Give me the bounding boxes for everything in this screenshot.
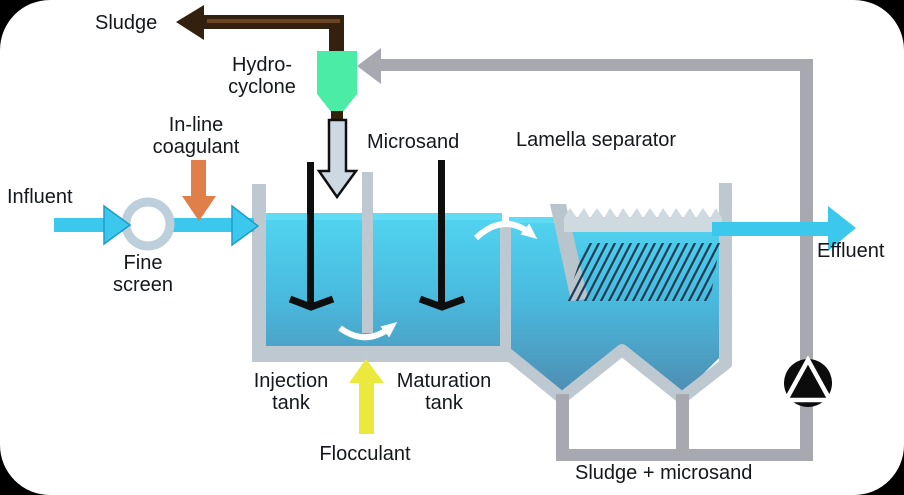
lamella-support bbox=[550, 204, 588, 301]
label-sludge: Sludge bbox=[95, 12, 158, 34]
tank-left-wall bbox=[252, 184, 266, 362]
fine-screen-line-2: screen bbox=[112, 274, 174, 296]
influent-arrowhead-1 bbox=[103, 204, 132, 246]
sludge-arrowhead bbox=[176, 5, 204, 40]
label-sludge-microsand: Sludge + microsand bbox=[575, 462, 753, 484]
fine-screen-ring bbox=[121, 197, 175, 251]
recirculation-pipe-top bbox=[377, 59, 808, 71]
label-influent: Influent bbox=[7, 186, 73, 208]
sludge-pipe-vertical bbox=[329, 15, 344, 53]
hopper-pipe-2 bbox=[676, 394, 689, 452]
mixer-impeller-2 bbox=[418, 295, 466, 311]
maturation-tank-line-1: Maturation bbox=[396, 370, 492, 392]
injection-tank-line-1: Injection bbox=[253, 370, 329, 392]
mixer-shaft-1 bbox=[307, 162, 314, 306]
hydrocyclone-outlet bbox=[331, 111, 343, 122]
main-tank-water bbox=[264, 213, 502, 348]
settler-water bbox=[509, 217, 719, 396]
tank-divider bbox=[362, 172, 373, 333]
label-effluent: Effluent bbox=[817, 240, 885, 262]
label-lamella-separator: Lamella separator bbox=[516, 129, 677, 151]
effluent-pipe bbox=[712, 222, 830, 236]
mixer-impeller-1 bbox=[288, 295, 335, 311]
label-flocculant: Flocculant bbox=[319, 443, 411, 465]
mixer-shaft-2 bbox=[438, 160, 445, 307]
water-surface-highlight-1 bbox=[264, 213, 502, 220]
inline-coagulant-line-2: coagulant bbox=[152, 136, 240, 158]
settler-right-wall bbox=[719, 183, 732, 366]
overflow-arc-arrow bbox=[473, 220, 538, 241]
sludge-collection-pipe bbox=[556, 449, 813, 461]
lamella-weir bbox=[564, 208, 722, 232]
pump-icon bbox=[782, 355, 834, 407]
hydrocyclone-body bbox=[317, 51, 357, 113]
influent-arrowhead-2 bbox=[231, 204, 260, 247]
tank-floor bbox=[252, 346, 511, 362]
recirculation-arrowhead bbox=[357, 48, 381, 84]
effluent-arrowhead bbox=[828, 206, 856, 251]
mixing-arc-arrow bbox=[338, 322, 398, 341]
inline-coagulant-line-1: In-line bbox=[168, 114, 224, 136]
coagulant-arrow bbox=[182, 160, 216, 221]
settler-hopper-outline bbox=[499, 344, 732, 404]
label-microsand: Microsand bbox=[367, 131, 460, 153]
microsand-arrow bbox=[316, 118, 359, 200]
flocculant-arrow bbox=[349, 359, 384, 434]
hydrocyclone-line-1: Hydro- bbox=[231, 54, 292, 76]
injection-tank-line-2: tank bbox=[272, 392, 310, 414]
sludge-pipe-core bbox=[207, 19, 340, 23]
hopper-pipe-1 bbox=[556, 394, 569, 452]
hydrocyclone-line-2: cyclone bbox=[228, 76, 296, 98]
maturation-tank-line-2: tank bbox=[425, 392, 463, 414]
tank-baffle bbox=[500, 226, 511, 352]
label-hydrocyclone: Hydro-cyclone bbox=[212, 54, 312, 98]
fine-screen-line-1: Fine bbox=[123, 252, 163, 274]
